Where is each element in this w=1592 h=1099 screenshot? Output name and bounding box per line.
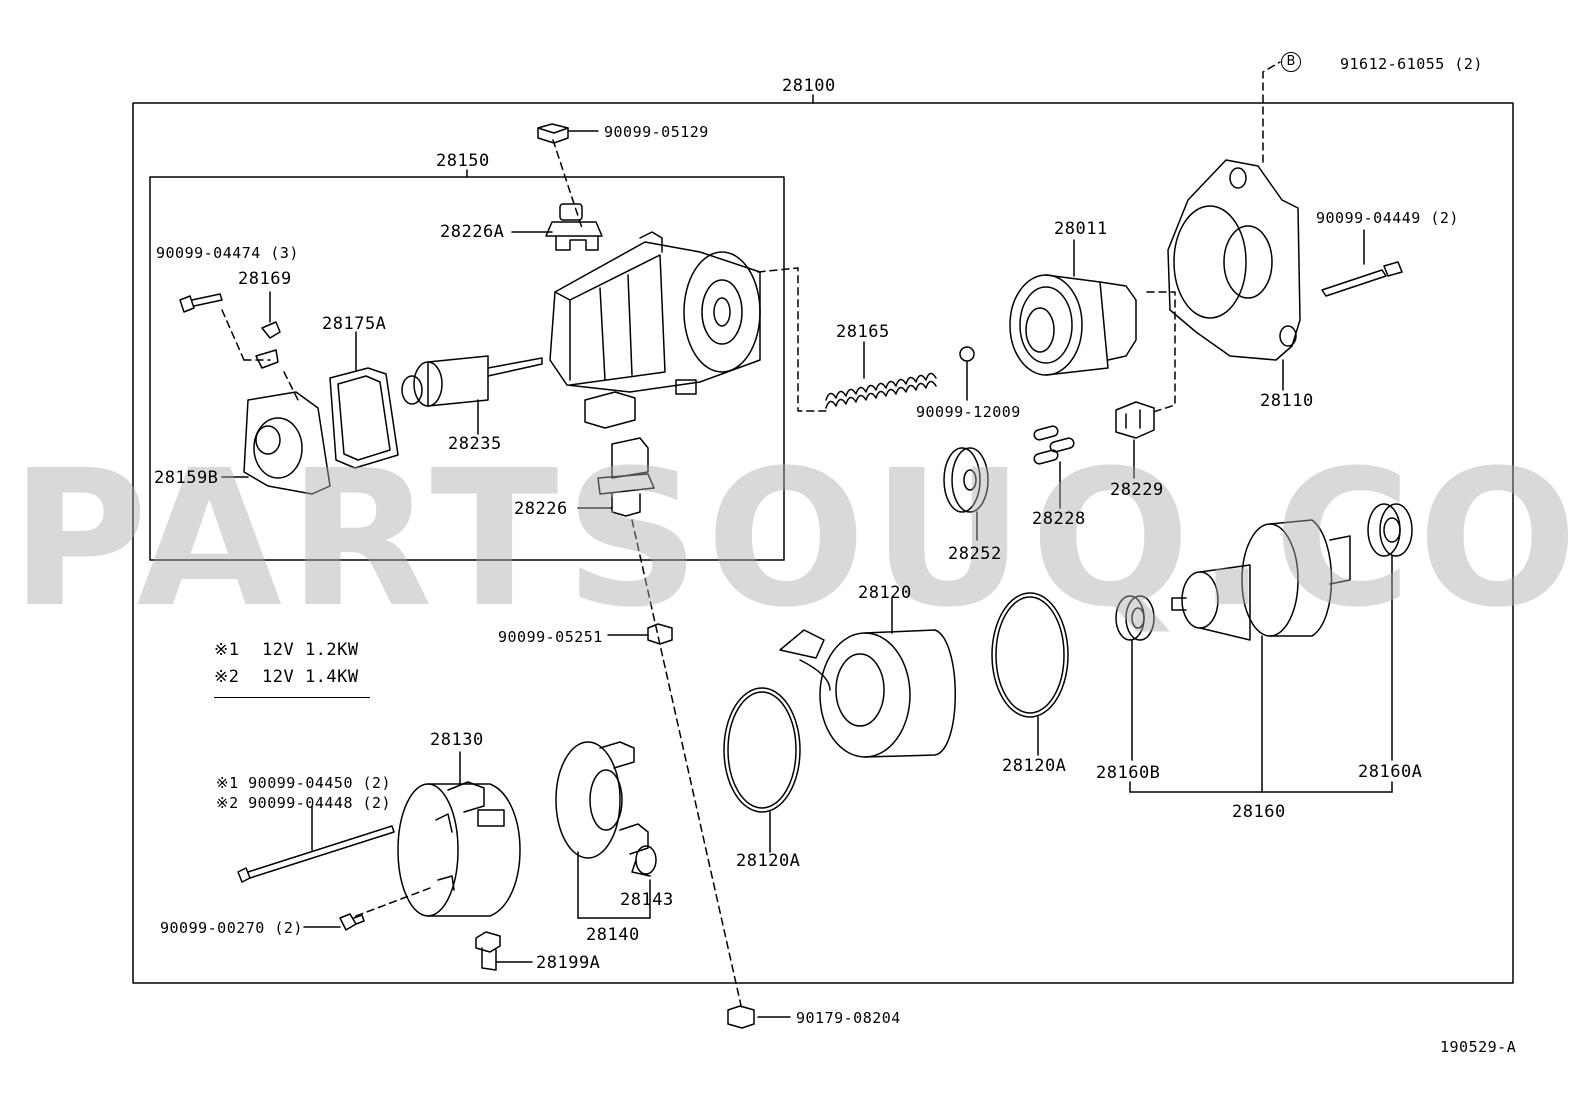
label-28143[interactable]: 28143 <box>620 890 674 910</box>
label-28100[interactable]: 28100 <box>782 76 836 96</box>
label-28226[interactable]: 28226 <box>514 499 568 519</box>
armature-28160 <box>1129 519 1393 793</box>
o-ring-28120a-right <box>991 592 1069 756</box>
clip-28169 <box>255 291 281 369</box>
callout-b-symbol: B <box>1281 52 1301 72</box>
nut-90179-08204 <box>727 1005 791 1029</box>
label-28160[interactable]: 28160 <box>1232 802 1286 822</box>
ball-90099-12009 <box>959 346 975 401</box>
brush-holder-28140 <box>555 741 651 919</box>
end-cover-28159b <box>221 391 331 495</box>
terminal-28226a <box>511 203 603 251</box>
o-ring-28120a-left <box>723 687 801 853</box>
label-28120a-right[interactable]: 28120A <box>1002 756 1067 776</box>
label-28150[interactable]: 28150 <box>436 151 490 171</box>
label-91612-61055[interactable]: 91612-61055 (2) <box>1340 55 1483 73</box>
terminal-28226 <box>577 437 655 517</box>
spec-row-2-mark: ※2 <box>214 667 240 687</box>
label-28120[interactable]: 28120 <box>858 583 912 603</box>
bolt-90099-04449 <box>1321 229 1403 297</box>
label-90099-00270[interactable]: 90099-00270 (2) <box>160 919 303 937</box>
label-28235[interactable]: 28235 <box>448 434 502 454</box>
label-28252[interactable]: 28252 <box>948 544 1002 564</box>
label-90099-12009[interactable]: 90099-12009 <box>916 403 1021 421</box>
label-28160b[interactable]: 28160B <box>1096 763 1161 783</box>
through-bolt-90099-04450 <box>237 805 395 883</box>
screw-90099-00270 <box>303 913 365 931</box>
figure-code: 190529-A <box>1440 1038 1517 1056</box>
label-28228[interactable]: 28228 <box>1032 509 1086 529</box>
label-90099-04449[interactable]: 90099-04449 (2) <box>1316 209 1459 227</box>
label-90099-04474[interactable]: 90099-04474 (3) <box>156 244 299 262</box>
spec-row-1-mark: ※1 <box>214 640 240 660</box>
bearing-28160a <box>1367 503 1413 761</box>
gasket-28175a <box>329 331 399 469</box>
idler-gear-28252 <box>943 447 989 541</box>
label-28175a[interactable]: 28175A <box>322 314 387 334</box>
label-90099-04448[interactable]: ※2 90099-04448 (2) <box>216 794 392 812</box>
nut-90099-05251 <box>607 623 673 645</box>
yoke-28120 <box>779 597 956 758</box>
nut-90099-05129 <box>537 123 599 144</box>
spring-28143 <box>631 845 657 877</box>
label-28110[interactable]: 28110 <box>1260 391 1314 411</box>
spec-row-2-text: 12V 1.4KW <box>262 667 359 687</box>
retainer-28229 <box>1115 401 1155 479</box>
label-90179-08204[interactable]: 90179-08204 <box>796 1009 901 1027</box>
assembly-frame-28100 <box>132 102 1514 984</box>
plunger-28235 <box>401 355 543 435</box>
bush-28199a <box>475 931 533 971</box>
rollers-28228 <box>1033 425 1075 509</box>
label-28199a[interactable]: 28199A <box>536 953 601 973</box>
spring-28165 <box>825 341 937 409</box>
label-28165[interactable]: 28165 <box>836 322 890 342</box>
label-28130[interactable]: 28130 <box>430 730 484 750</box>
assembly-dashed-lines <box>221 61 1281 1011</box>
solenoid-housing <box>549 231 761 429</box>
label-28226a[interactable]: 28226A <box>440 222 505 242</box>
spec-table-underline <box>214 697 370 698</box>
label-28120a-left[interactable]: 28120A <box>736 851 801 871</box>
label-28169[interactable]: 28169 <box>238 269 292 289</box>
label-28159b[interactable]: 28159B <box>154 468 219 488</box>
bearing-28160b <box>1115 595 1155 761</box>
label-28140[interactable]: 28140 <box>586 925 640 945</box>
label-90099-04450[interactable]: ※1 90099-04450 (2) <box>216 774 392 792</box>
label-28160a[interactable]: 28160A <box>1358 762 1423 782</box>
label-28229[interactable]: 28229 <box>1110 480 1164 500</box>
label-28011[interactable]: 28011 <box>1054 219 1108 239</box>
end-frame-28130 <box>397 751 521 917</box>
bolt-90099-04474 <box>179 293 223 313</box>
spec-row-1-text: 12V 1.2KW <box>262 640 359 660</box>
label-90099-05129[interactable]: 90099-05129 <box>604 123 709 141</box>
drive-housing-28110 <box>1167 159 1301 391</box>
clutch-28011 <box>1009 239 1137 376</box>
label-90099-05251[interactable]: 90099-05251 <box>498 628 603 646</box>
